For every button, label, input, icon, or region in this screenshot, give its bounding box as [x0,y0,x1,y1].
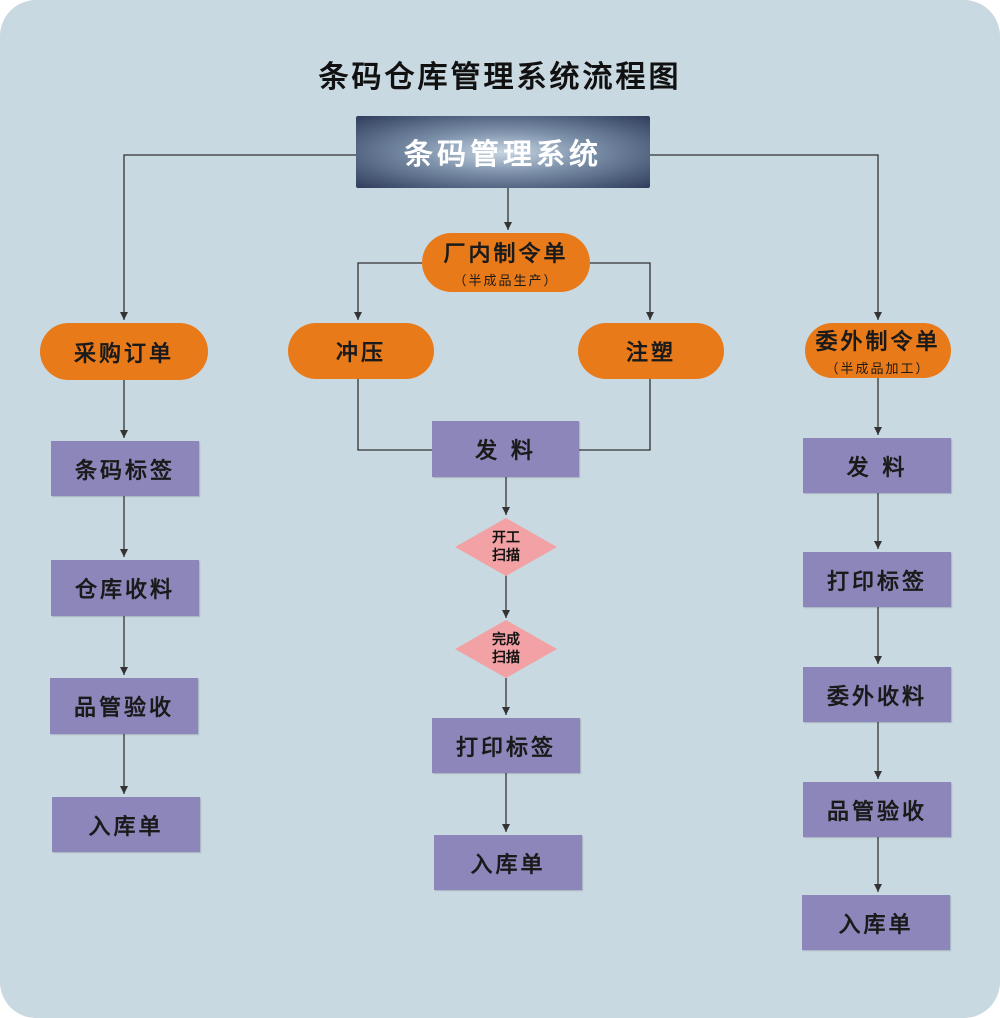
connector-order-stamping [354,262,422,320]
right-print-label-node: 打印标签 [803,552,951,607]
left-barcode-label-node: 条码标签 [51,441,199,496]
right-warehouse-entry-node: 入库单 [802,895,950,950]
factory-production-order-sublabel: （半成品生产） [453,274,559,289]
start-scan-label: 开工 扫描 [466,529,546,565]
center-material-issue-node: 发 料 [432,421,579,477]
connector-injection-issue [579,379,651,451]
connector-root-left [120,154,356,320]
connector-root-right [650,154,882,320]
finish-scan-line-2: 扫描 [492,650,520,666]
factory-production-order-label: 厂内制令单 [443,242,569,267]
left-warehouse-entry-node: 入库单 [52,797,200,852]
center-warehouse-entry-node: 入库单 [434,835,582,890]
outsource-order-node: 委外制令单 （半成品加工） [805,323,951,378]
page-title: 条码仓库管理系统流程图 [318,60,682,95]
purchase-order-node: 采购订单 [40,323,208,380]
finish-scan-diamond [455,620,557,678]
left-quality-inspection-node: 品管验收 [50,678,198,734]
connector-stamping-issue [357,379,432,451]
factory-production-order-node: 厂内制令单 （半成品生产） [422,233,590,292]
injection-molding-node: 注塑 [578,323,724,379]
finish-scan-line-1: 完成 [492,632,520,648]
start-scan-line-2: 扫描 [492,548,520,564]
barcode-management-system-node: 条码管理系统 [356,116,650,188]
right-material-issue-node: 发 料 [803,438,951,493]
right-quality-inspection-node: 品管验收 [803,782,951,837]
finish-scan-label: 完成 扫描 [466,631,546,667]
outsource-order-sublabel: （半成品加工） [825,362,931,377]
start-scan-diamond [455,518,557,576]
right-outsource-receive-node: 委外收料 [803,667,951,722]
stamping-node: 冲压 [288,323,434,379]
connector-order-injection [590,262,654,320]
start-scan-line-1: 开工 [492,530,520,546]
left-warehouse-receive-node: 仓库收料 [51,560,199,616]
center-print-label-node: 打印标签 [432,718,580,773]
outsource-order-label: 委外制令单 [815,330,941,355]
